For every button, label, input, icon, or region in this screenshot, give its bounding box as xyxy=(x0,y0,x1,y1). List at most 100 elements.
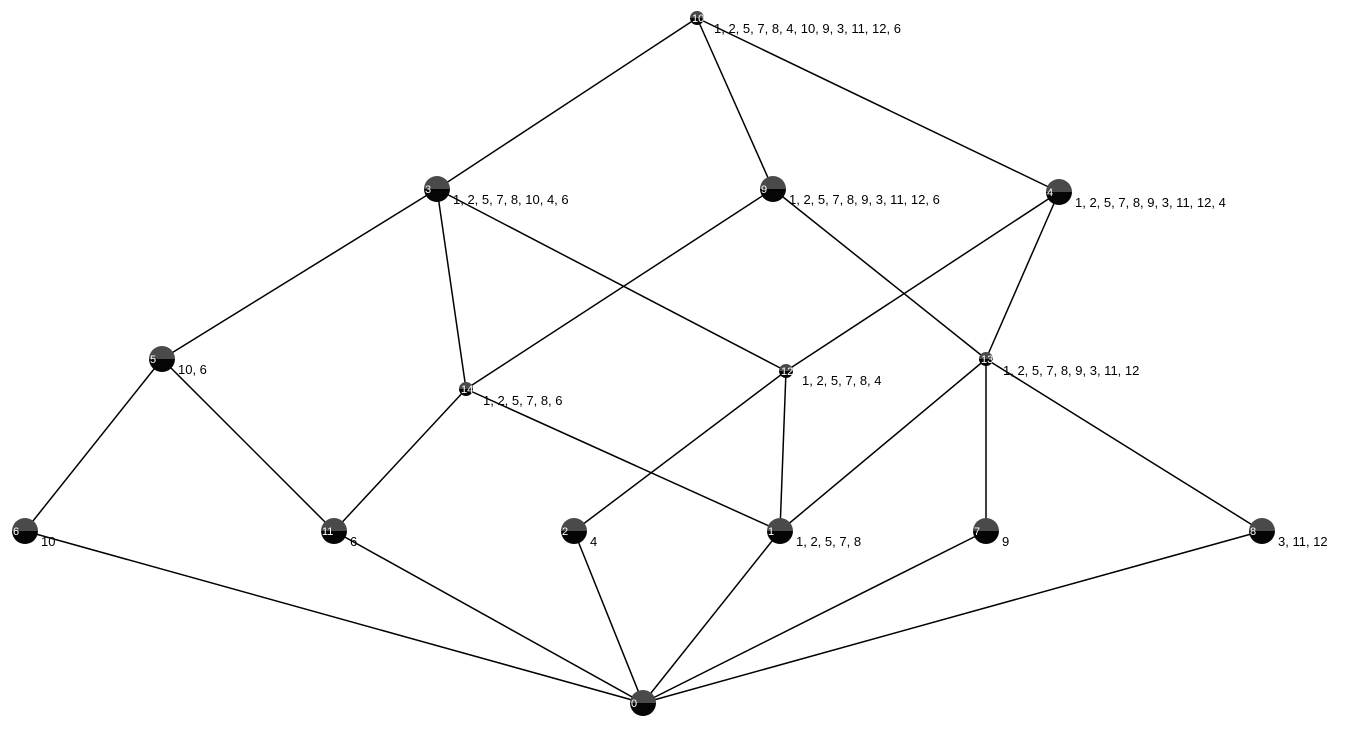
node-9-bottom-half xyxy=(760,189,786,202)
node-10: 10 1, 2, 5, 7, 8, 4, 10, 9, 3, 11, 12, 6 xyxy=(690,11,901,36)
edge-9-13 xyxy=(772,188,987,360)
edge-10-3 xyxy=(436,17,698,190)
node-1: 1 1, 2, 5, 7, 8 xyxy=(767,518,861,549)
edge-14-1 xyxy=(465,388,781,532)
node-3-bottom-half xyxy=(424,189,450,202)
node-5-label: 10, 6 xyxy=(178,362,207,377)
node-8-id: 8 xyxy=(1250,526,1256,538)
node-14-label: 1, 2, 5, 7, 8, 6 xyxy=(483,393,563,408)
edge-14-11 xyxy=(333,388,467,532)
node-10-top-half xyxy=(690,11,704,18)
node-7-bottom-half xyxy=(973,531,999,544)
node-3: 3 1, 2, 5, 7, 8, 10, 4, 6 xyxy=(424,176,569,207)
node-10-label: 1, 2, 5, 7, 8, 4, 10, 9, 3, 11, 12, 6 xyxy=(714,21,901,36)
node-8-label: 3, 11, 12 xyxy=(1278,534,1328,549)
node-12-id: 12 xyxy=(781,366,793,378)
node-3-id: 3 xyxy=(425,184,431,196)
node-2-id: 2 xyxy=(562,526,568,538)
node-1-bottom-half xyxy=(767,531,793,544)
node-12-top-half xyxy=(779,364,793,371)
node-0-top-half xyxy=(630,690,656,703)
node-11-label: 6 xyxy=(350,534,357,549)
node-5-bottom-half xyxy=(149,359,175,372)
node-11-top-half xyxy=(321,518,347,531)
node-13-id: 13 xyxy=(981,354,993,366)
node-7-label: 9 xyxy=(1002,534,1009,549)
edge-13-8 xyxy=(985,358,1263,532)
node-13-bottom-half xyxy=(979,359,993,366)
edge-6-0 xyxy=(24,530,644,704)
node-3-top-half xyxy=(424,176,450,189)
node-2-label: 4 xyxy=(590,534,597,549)
node-1-top-half xyxy=(767,518,793,531)
edge-1-0 xyxy=(642,530,781,704)
edge-8-0 xyxy=(642,530,1263,704)
node-12-bottom-half xyxy=(779,371,793,378)
node-10-bottom-half xyxy=(690,18,704,25)
edge-12-1 xyxy=(779,370,787,532)
node-12-label: 1, 2, 5, 7, 8, 4 xyxy=(802,373,882,388)
edge-13-1 xyxy=(779,358,987,532)
node-14-bottom-half xyxy=(459,389,473,396)
node-8: 8 3, 11, 12 xyxy=(1249,518,1328,549)
node-3-label: 1, 2, 5, 7, 8, 10, 4, 6 xyxy=(453,192,569,207)
node-0-bottom-half xyxy=(630,703,656,716)
node-1-id: 1 xyxy=(768,526,774,538)
edge-5-6 xyxy=(24,358,163,532)
nodes-layer: 101, 2, 5, 7, 8, 4, 10, 9, 3, 11, 12, 63… xyxy=(12,11,1328,716)
edge-9-14 xyxy=(465,188,774,390)
node-4-label: 1, 2, 5, 7, 8, 9, 3, 11, 12, 4 xyxy=(1075,195,1226,210)
node-8-bottom-half xyxy=(1249,531,1275,544)
node-9-top-half xyxy=(760,176,786,189)
node-11-bottom-half xyxy=(321,531,347,544)
node-4-top-half xyxy=(1046,179,1072,192)
edge-4-12 xyxy=(785,191,1060,372)
edges-layer xyxy=(24,17,1263,704)
node-11: 11 6 xyxy=(321,518,357,549)
node-5-id: 5 xyxy=(150,354,156,366)
node-8-top-half xyxy=(1249,518,1275,531)
node-0: 0 xyxy=(630,690,656,716)
node-12: 12 1, 2, 5, 7, 8, 4 xyxy=(779,364,882,388)
node-14-id: 14 xyxy=(461,384,473,396)
node-13-label: 1, 2, 5, 7, 8, 9, 3, 11, 12 xyxy=(1003,363,1139,378)
node-6-id: 6 xyxy=(13,526,19,538)
edge-10-4 xyxy=(696,17,1060,193)
node-7: 79 xyxy=(973,518,1009,549)
node-4-id: 4 xyxy=(1047,187,1053,199)
node-13-top-half xyxy=(979,352,993,359)
node-11-id: 11 xyxy=(322,526,333,538)
node-9-label: 1, 2, 5, 7, 8, 9, 3, 11, 12, 6 xyxy=(789,192,940,207)
node-6-top-half xyxy=(12,518,38,531)
edge-2-0 xyxy=(573,530,644,704)
node-14-top-half xyxy=(459,382,473,389)
node-6-label: 10 xyxy=(41,534,55,549)
node-6: 6 10 xyxy=(12,518,55,549)
edge-5-11 xyxy=(161,358,335,532)
edge-10-9 xyxy=(696,17,774,190)
node-2-bottom-half xyxy=(561,531,587,544)
node-7-top-half xyxy=(973,518,999,531)
node-5: 5 10, 6 xyxy=(149,346,207,377)
node-1-label: 1, 2, 5, 7, 8 xyxy=(796,534,861,549)
node-4-bottom-half xyxy=(1046,192,1072,205)
node-2: 24 xyxy=(561,518,597,549)
edge-3-12 xyxy=(436,188,787,372)
edge-11-0 xyxy=(333,530,644,704)
edge-3-14 xyxy=(436,188,467,390)
edge-4-13 xyxy=(985,191,1060,360)
node-0-id: 0 xyxy=(631,698,637,710)
node-13: 13 1, 2, 5, 7, 8, 9, 3, 11, 12 xyxy=(979,352,1139,378)
node-5-top-half xyxy=(149,346,175,359)
node-9: 9 1, 2, 5, 7, 8, 9, 3, 11, 12, 6 xyxy=(760,176,940,207)
node-9-id: 9 xyxy=(761,184,767,196)
node-7-id: 7 xyxy=(974,526,980,538)
edge-3-5 xyxy=(161,188,438,360)
node-4: 4 1, 2, 5, 7, 8, 9, 3, 11, 12, 4 xyxy=(1046,179,1226,210)
edge-12-2 xyxy=(573,370,787,532)
node-14: 14 1, 2, 5, 7, 8, 6 xyxy=(459,382,563,408)
node-2-top-half xyxy=(561,518,587,531)
node-10-id: 10 xyxy=(692,13,704,25)
edge-7-0 xyxy=(642,530,987,704)
